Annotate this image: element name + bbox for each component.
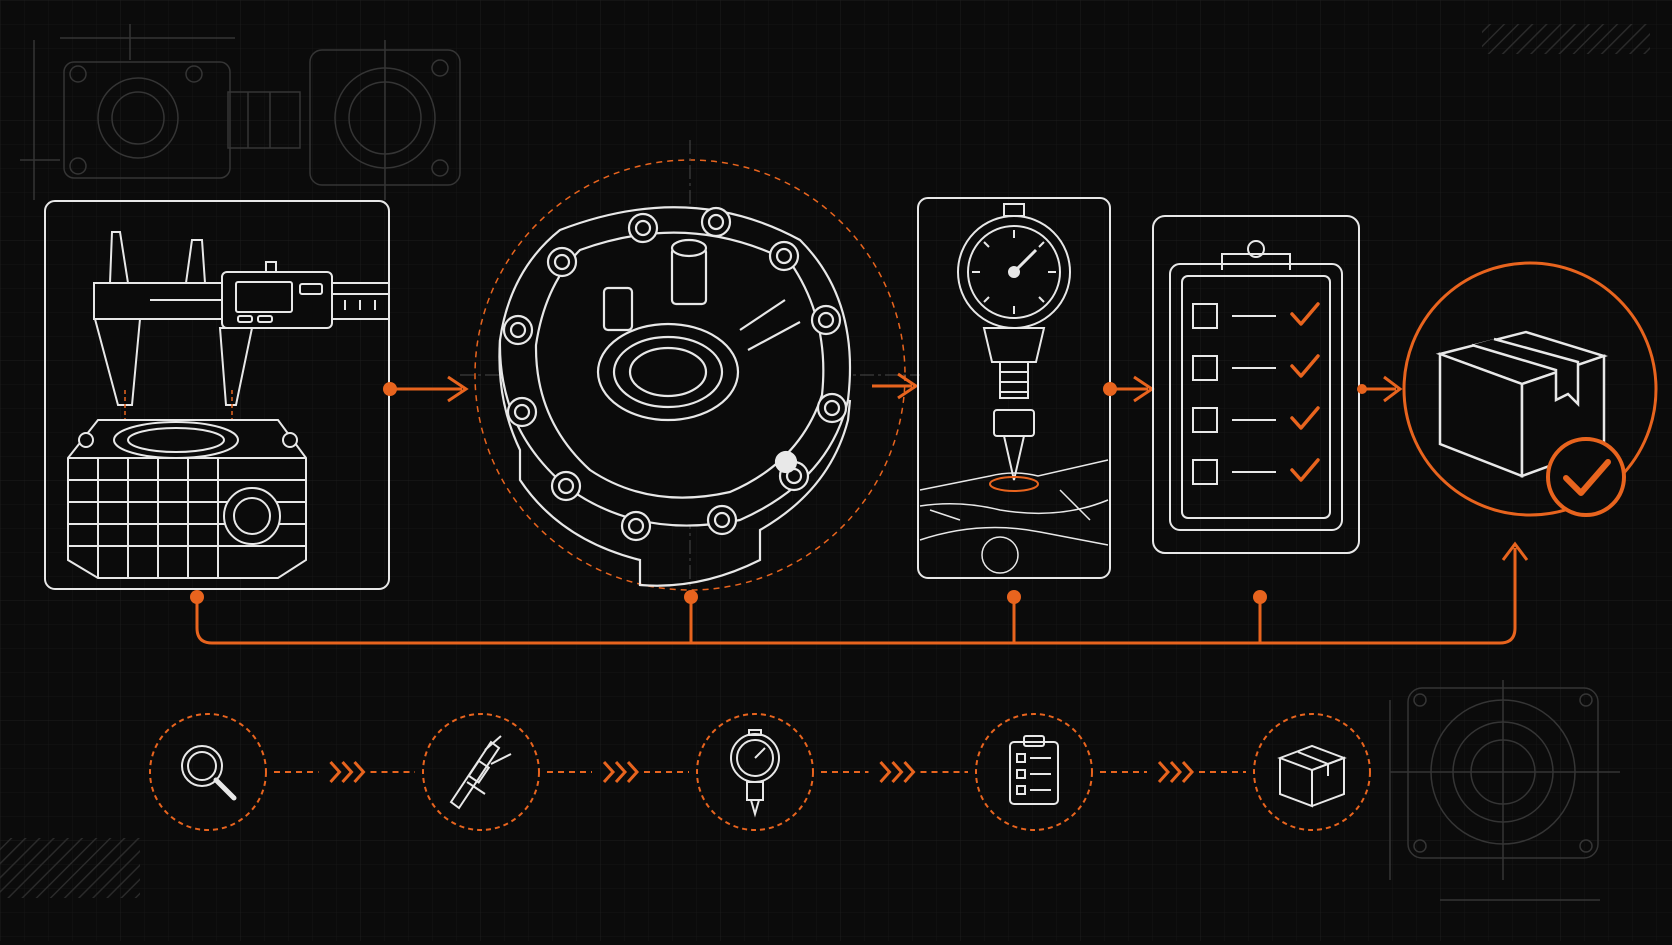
check-icon <box>1290 302 1320 326</box>
background-blueprint-top-left <box>20 24 461 200</box>
step-ring <box>975 713 1093 831</box>
stage-panel-frame <box>1152 215 1360 554</box>
step-sequence <box>149 713 1371 831</box>
clipboard-icon <box>1009 735 1059 805</box>
stage-checklist-panel <box>1152 215 1360 554</box>
box-icon <box>1277 744 1347 808</box>
checkbox-icon <box>1192 355 1218 381</box>
stage-dial-gauge-panel <box>917 197 1111 579</box>
feedback-bus <box>195 541 1529 645</box>
process-step <box>422 713 540 831</box>
flow-arrow-4 <box>1357 375 1403 403</box>
stage-approved-package <box>1402 261 1658 517</box>
dial-gauge-icon <box>730 729 780 818</box>
checkbox-icon <box>1192 407 1218 433</box>
check-icon <box>1290 458 1320 482</box>
checkbox-icon <box>1192 459 1218 485</box>
checklist-row <box>1192 302 1320 329</box>
chevron-right-icon <box>1157 760 1195 784</box>
approved-check-badge <box>1546 437 1626 517</box>
hatch-bottom-left <box>0 838 140 898</box>
checklist-row <box>1192 406 1320 433</box>
step-connector <box>274 760 415 784</box>
package-ring <box>1402 261 1658 517</box>
housing-icon <box>498 206 852 587</box>
step-ring <box>149 713 267 831</box>
background-blueprint-bottom-right <box>1389 680 1620 901</box>
step-connector <box>1100 760 1246 784</box>
process-step <box>696 713 814 831</box>
hatch-top-right <box>1482 24 1650 54</box>
probed-part-surface <box>919 459 1109 574</box>
caliper-icon <box>449 735 512 810</box>
dial-gauge-icon <box>957 203 1071 481</box>
chevron-right-icon <box>602 760 640 784</box>
clipboard-checklist-icon <box>1169 240 1343 531</box>
stage-caliper-panel <box>44 200 390 590</box>
checkbox-icon <box>1192 303 1218 329</box>
chevron-right-icon <box>329 760 366 784</box>
check-icon <box>1290 354 1320 378</box>
feedback-bus-nodes <box>190 590 1267 604</box>
step-connector <box>547 760 689 784</box>
approved-check-icon <box>1563 459 1611 496</box>
check-icon <box>1290 406 1320 430</box>
process-step <box>149 713 267 831</box>
package-icon <box>1435 330 1609 478</box>
chevron-right-icon <box>879 760 916 784</box>
step-ring <box>1253 713 1371 831</box>
flow-arrow-2 <box>872 372 919 400</box>
flow-arrow-1 <box>383 375 469 403</box>
stage-housing-cad <box>460 140 920 610</box>
step-ring <box>422 713 540 831</box>
process-step <box>975 713 1093 831</box>
process-step <box>1253 713 1371 831</box>
checklist-row <box>1192 458 1320 485</box>
measured-part-icon <box>67 419 307 579</box>
step-connector <box>821 760 968 784</box>
step-ring <box>696 713 814 831</box>
caliper-icon <box>93 231 390 406</box>
checklist-row <box>1192 354 1320 381</box>
magnifier-icon <box>181 745 237 801</box>
probe-contact-point <box>989 476 1039 492</box>
checklist-rows <box>1192 302 1320 485</box>
